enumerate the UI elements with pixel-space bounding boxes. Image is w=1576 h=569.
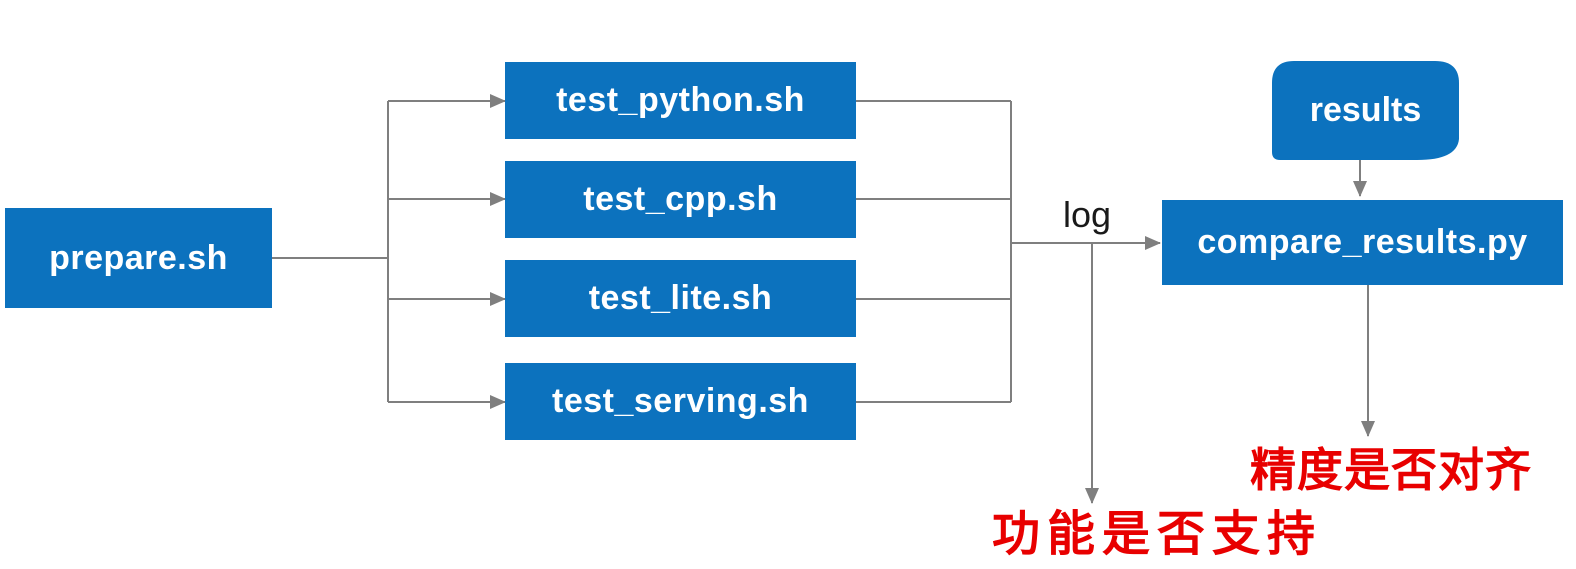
results-shape xyxy=(1272,61,1459,160)
node-test-python-sh-label: test_python.sh xyxy=(556,81,805,119)
node-test-serving-sh-label: test_serving.sh xyxy=(552,382,809,420)
node-test-python-sh: test_python.sh xyxy=(505,62,856,139)
outcome-label-function-support: 功能是否支持 xyxy=(992,508,1323,561)
node-test-lite-sh: test_lite.sh xyxy=(505,260,856,337)
node-test-cpp-sh: test_cpp.sh xyxy=(505,161,856,238)
node-test-serving-sh: test_serving.sh xyxy=(505,363,856,440)
edge-label-log: log xyxy=(1062,194,1112,235)
node-prepare-sh: prepare.sh xyxy=(5,208,272,308)
node-compare-results-py-label: compare_results.py xyxy=(1197,223,1528,261)
node-results: results xyxy=(1272,61,1459,160)
node-compare-results-py: compare_results.py xyxy=(1162,200,1563,285)
node-prepare-sh-label: prepare.sh xyxy=(49,238,228,277)
node-test-cpp-sh-label: test_cpp.sh xyxy=(583,180,778,218)
node-test-lite-sh-label: test_lite.sh xyxy=(588,279,773,317)
outcome-label-accuracy-align: 精度是否对齐 xyxy=(1250,444,1532,496)
node-results-label: results xyxy=(1309,91,1422,129)
